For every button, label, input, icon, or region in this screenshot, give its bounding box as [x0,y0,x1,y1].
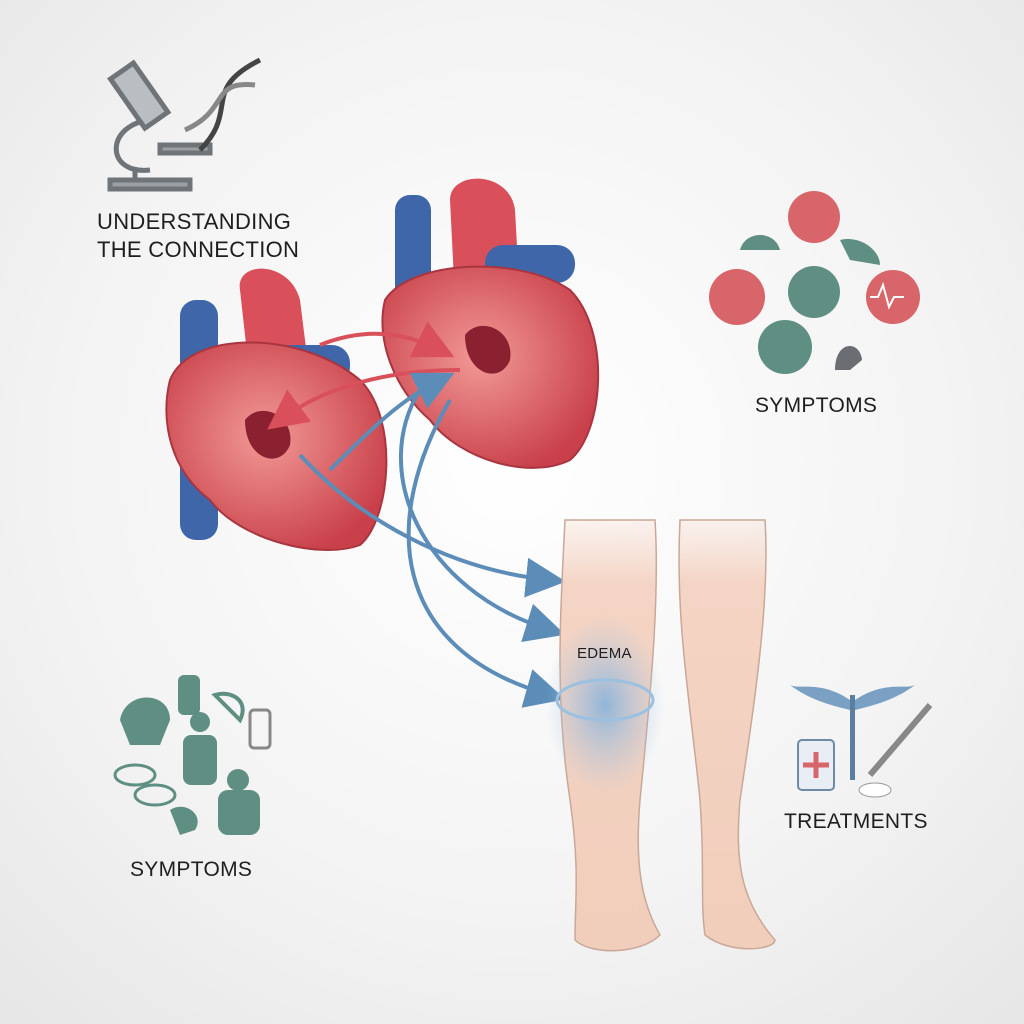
heart-right [381,178,600,469]
symptoms-label-left: SYMPTOMS [130,858,253,881]
understanding-title-line1: UNDERSTANDING [97,209,292,234]
treatments-label: TREATMENTS [784,810,928,833]
treatments-icons [790,685,933,798]
symptoms-icons-left [113,675,272,835]
heart-left [165,268,388,551]
edema-label: EDEMA [577,645,632,662]
understanding-title-line2: THE CONNECTION [97,237,300,262]
edema-swelling [545,615,665,795]
symptoms-label-right: SYMPTOMS [755,394,878,417]
microscope-dna-icon [107,57,262,192]
symptoms-icons-right [709,191,920,374]
connection-arrows [267,321,566,708]
legs-illustration [545,519,776,952]
